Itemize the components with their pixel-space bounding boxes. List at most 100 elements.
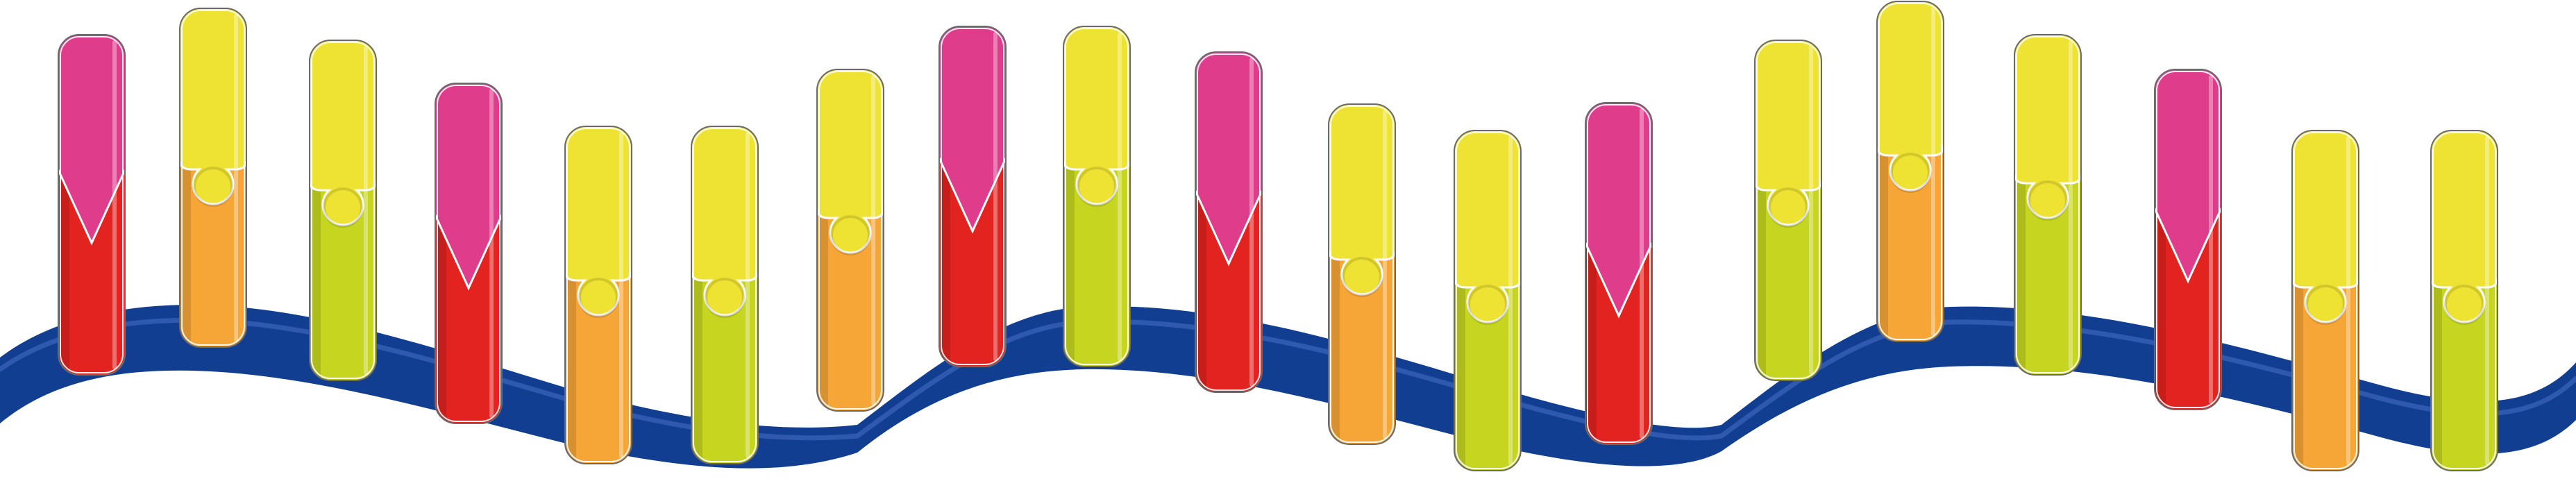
- pillar-inner-outline: [693, 128, 757, 462]
- pillar-cap: [58, 35, 125, 243]
- pillar-joint-edge: [2153, 208, 2223, 284]
- pillar-inner-outline: [1756, 42, 1820, 379]
- pillar-knob-shadow: [323, 187, 363, 228]
- pillar-13: [1584, 102, 1653, 445]
- pillar-inner-outline: [1065, 28, 1129, 365]
- pillar-inner-outline: [1878, 3, 1942, 340]
- pillar-16: [2014, 34, 2082, 376]
- pillar-18: [2291, 130, 2359, 471]
- pillar-gloss: [1118, 32, 1122, 361]
- pillar-6: [691, 126, 759, 464]
- pillar-10: [1194, 51, 1263, 393]
- pillar-cap: [1063, 26, 1130, 205]
- pillar-cap: [2292, 131, 2359, 323]
- pillar-cap: [2431, 131, 2498, 323]
- pillar-cap: [180, 8, 246, 205]
- pillar-inner-outline: [2016, 36, 2080, 373]
- pillar-cap: [310, 40, 376, 226]
- pillar-inner-outline: [818, 71, 882, 410]
- pillar-inner-outline: [1456, 132, 1519, 469]
- pillar-gloss: [489, 89, 494, 418]
- pillar-outline: [564, 126, 632, 464]
- backbone-ribbon-body: [0, 305, 2576, 469]
- pillar-gloss: [112, 40, 117, 369]
- pillar-8: [938, 26, 1007, 367]
- pillar-cap: [1755, 40, 1821, 226]
- pillar-12: [1454, 130, 1522, 471]
- pillar-gloss: [1383, 110, 1387, 439]
- pillar-cap: [1454, 131, 1521, 323]
- pillar-cap: [1329, 104, 1395, 296]
- pillar-1: [57, 34, 126, 376]
- pillar-outline: [309, 40, 377, 381]
- pillar-cap: [1877, 1, 1944, 192]
- pillar-knob-shadow: [2305, 285, 2346, 325]
- pillar-gloss: [1249, 58, 1254, 387]
- pillar-gloss: [2346, 136, 2350, 465]
- pillar-gloss: [364, 46, 368, 375]
- pillar-inner-outline: [1197, 53, 1261, 391]
- pillar-outline: [1876, 1, 1944, 342]
- pillar-knob-shadow: [830, 215, 870, 255]
- pillar-joint-edge: [434, 214, 503, 291]
- pillar-inner-outline: [2293, 132, 2357, 469]
- pillar-knob-shadow: [1077, 167, 1117, 207]
- pillar-cap: [691, 126, 758, 317]
- pillar-cap: [1195, 52, 1262, 264]
- pillar-inner-outline: [566, 128, 630, 462]
- pillar-gloss: [1508, 136, 1513, 465]
- pillar-gloss: [619, 132, 623, 458]
- pillar-outline: [1063, 26, 1131, 367]
- pillar-cap: [2155, 69, 2221, 281]
- base-pair-pillars: [57, 1, 2498, 471]
- pillar-gloss: [871, 75, 875, 405]
- pillar-cap: [939, 26, 1006, 231]
- pillar-4: [434, 83, 503, 424]
- pillar-inner-outline: [181, 10, 245, 346]
- pillar-gloss: [993, 32, 997, 361]
- pillar-9: [1063, 26, 1131, 367]
- pillar-cap: [565, 126, 632, 317]
- pillar-inner-outline: [941, 28, 1004, 365]
- pillar-knob-shadow: [705, 278, 745, 318]
- pillar-inner-outline: [2156, 71, 2220, 408]
- pillar-17: [2153, 69, 2223, 410]
- pillar-outline: [938, 26, 1007, 367]
- pillar-outline: [816, 69, 884, 412]
- pillar-inner-outline: [60, 36, 124, 373]
- pillar-knob-shadow: [578, 278, 618, 318]
- pillar-joint-edge: [938, 158, 1007, 234]
- pillar-joint-edge: [1584, 242, 1653, 319]
- pillar-outline: [58, 34, 126, 376]
- pillar-5: [564, 126, 632, 464]
- pillar-15: [1876, 1, 1944, 342]
- pillar-gloss: [1640, 108, 1644, 439]
- pillar-knob-shadow: [1467, 285, 1508, 325]
- pillar-3: [309, 40, 377, 381]
- pillar-inner-outline: [311, 42, 375, 379]
- pillar-cap: [1585, 103, 1652, 316]
- pillar-gloss: [746, 132, 750, 458]
- pillar-cap: [435, 83, 502, 288]
- pillar-14: [1754, 40, 1822, 381]
- pillar-knob-shadow: [1342, 257, 1382, 297]
- pillar-cap: [2014, 35, 2081, 219]
- pillar-knob-shadow: [1768, 187, 1808, 228]
- pillar-gloss: [1809, 46, 1813, 375]
- pillar-knob-shadow: [2028, 180, 2068, 221]
- pillar-outline: [1754, 40, 1822, 381]
- pillar-outline: [2014, 34, 2082, 376]
- pillar-outline: [1585, 102, 1653, 445]
- pillar-gloss: [1931, 7, 1935, 336]
- pillar-outline: [2154, 69, 2222, 410]
- pillar-7: [816, 69, 884, 412]
- pillar-outline: [1454, 130, 1522, 471]
- pillar-outline: [691, 126, 759, 464]
- pillar-11: [1328, 103, 1396, 445]
- pillar-gloss: [234, 14, 238, 342]
- pillar-19: [2430, 130, 2498, 471]
- pillar-knob-shadow: [1890, 153, 1930, 193]
- pillar-knob-shadow: [2444, 285, 2484, 325]
